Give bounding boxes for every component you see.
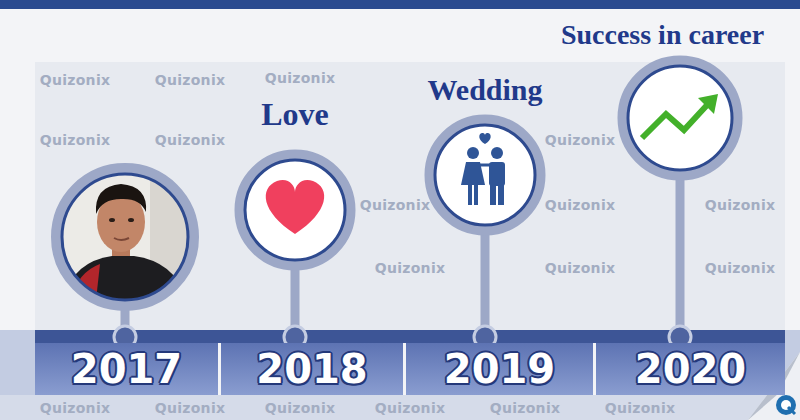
portrait-photo [60, 172, 190, 305]
year-label: 2017 [71, 346, 182, 392]
milestone-heading: Wedding [410, 72, 560, 108]
year-band: 2019 [406, 343, 593, 395]
watermark: Quizonix [490, 400, 561, 416]
pin-ring [430, 120, 540, 230]
pin-ring [623, 61, 737, 175]
watermark: Quizonix [155, 400, 226, 416]
watermark: Quizonix [155, 72, 226, 88]
year-band: 2020 [596, 343, 785, 395]
watermark: Quizonix [705, 197, 776, 213]
pin-inner-ring [628, 66, 732, 170]
watermark: Quizonix [40, 132, 111, 148]
logo-mark [776, 395, 796, 415]
top-bar [0, 0, 800, 9]
year-band: 2017 [35, 343, 218, 395]
milestone-heading: Love [230, 95, 360, 133]
photo-mouth [114, 238, 129, 240]
man-body [489, 162, 505, 186]
hands-joined [480, 164, 490, 167]
watermark: Quizonix [375, 400, 446, 416]
watermark: Quizonix [545, 197, 616, 213]
pin-ring [240, 155, 350, 265]
pin-stem-group [669, 171, 691, 348]
photo-eye [128, 218, 134, 222]
watermark: Quizonix [360, 197, 431, 213]
milestone-heading: Success in career [530, 18, 795, 52]
pin-icon [461, 133, 505, 205]
band-edge [0, 330, 35, 395]
growth-arrowhead [698, 94, 718, 114]
portrait-inner-ring [62, 174, 188, 300]
watermark: Quizonix [40, 72, 111, 88]
woman-head [467, 147, 479, 159]
photo-hair [96, 184, 146, 214]
watermark: Quizonix [705, 260, 776, 276]
watermark: Quizonix [155, 132, 226, 148]
bottom-band [0, 395, 800, 420]
watermark: Quizonix [605, 400, 676, 416]
year-label: 2020 [635, 346, 746, 392]
pin-stem [481, 226, 490, 337]
milestone-pin: Love [230, 95, 360, 270]
watermark: Quizonix [545, 132, 616, 148]
woman-leg [474, 185, 478, 205]
pin-stem-group [474, 226, 496, 348]
woman-leg [468, 185, 472, 205]
growth-line [642, 104, 708, 138]
year-band: 2018 [221, 343, 403, 395]
watermark: Quizonix [265, 400, 336, 416]
photo-eye [109, 218, 115, 222]
logo-mark-tail [788, 407, 795, 414]
watermark: Quizonix [545, 260, 616, 276]
watermark: Quizonix [375, 260, 446, 276]
pin-inner-ring [245, 160, 345, 260]
heart-icon [266, 180, 324, 234]
pin-stem [676, 171, 685, 337]
pin-stem-group [284, 261, 306, 348]
man-leg [490, 185, 496, 205]
photo-shirt-accent [70, 264, 100, 300]
panel-ground [35, 62, 785, 330]
watermark: Quizonix [40, 400, 111, 416]
watermark: Quizonix [265, 70, 336, 86]
man-leg [498, 185, 504, 205]
year-label: 2019 [444, 346, 555, 392]
milestone-pin: Success in career [530, 18, 795, 180]
year-label: 2018 [256, 346, 367, 392]
pin-icon [642, 94, 718, 138]
milestone-pin: Wedding [410, 72, 560, 237]
portrait-ring [57, 169, 193, 305]
pin-icon [266, 180, 324, 234]
man-head [491, 147, 503, 159]
pin-inner-ring [435, 125, 535, 225]
small-heart [479, 133, 490, 144]
